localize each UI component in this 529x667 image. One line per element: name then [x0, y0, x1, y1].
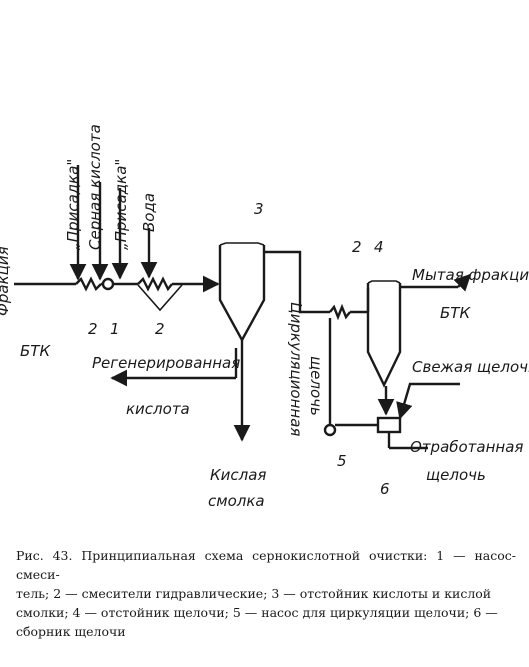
- label-regenerated-acid-2: кислота: [126, 400, 190, 418]
- label-acid-tar-2: смолка: [208, 492, 265, 510]
- caption-line-4: сборник щелочи: [16, 624, 126, 639]
- num-2-b: 2: [155, 320, 165, 338]
- num-3: 3: [254, 200, 264, 218]
- label-fraction-btk-1: Фракция: [0, 246, 12, 316]
- num-2-a: 2: [88, 320, 98, 338]
- label-regenerated-acid-1: Регенерированная: [92, 354, 240, 372]
- label-additive-2: „Присадка": [112, 159, 130, 250]
- transfer-line: [264, 250, 370, 321]
- alkali-collector-6: [376, 382, 460, 450]
- num-6: 6: [380, 480, 390, 498]
- label-acid-tar-1: Кислая: [210, 466, 266, 484]
- label-fraction-btk-2: БТК: [20, 342, 51, 360]
- circulation-loop: [323, 318, 378, 437]
- label-sulfuric-acid: Серная кислота: [86, 124, 104, 250]
- label-washed-fraction-1: Мытая фракция: [412, 266, 529, 284]
- num-4: 4: [374, 238, 384, 256]
- label-fresh-alkali: Свежая щелочь: [412, 358, 529, 376]
- label-additive-1: „Присадка": [64, 159, 82, 250]
- label-spent-alkali-2: щелочь: [426, 466, 486, 484]
- caption-line-2: тель; 2 — смесители гидравлические; 3 — …: [16, 586, 492, 601]
- label-washed-fraction-2: БТК: [440, 304, 471, 322]
- label-spent-alkali-1: Отработанная: [410, 438, 523, 456]
- input-arrows: [69, 165, 158, 281]
- component-numbers: 2 1 2 3 2 4 5 6: [88, 200, 390, 498]
- num-2-c: 2: [352, 238, 362, 256]
- diagram-labels: Фракция БТК „Присадка" Серная кислота „П…: [0, 124, 529, 510]
- figure-caption: Рис. 43. Принципиальная схема сернокисло…: [16, 546, 516, 641]
- process-diagram: Фракция БТК „Присадка" Серная кислота „П…: [0, 124, 529, 510]
- num-1: 1: [110, 320, 120, 338]
- caption-line-1: Рис. 43. Принципиальная схема сернокисло…: [16, 548, 516, 582]
- label-water: Вода: [140, 193, 158, 232]
- label-circulating-alkali-1: Циркуляционная: [287, 302, 305, 436]
- caption-line-3: смолки; 4 — отстойник щелочи; 5 — насос …: [16, 605, 498, 620]
- label-circulating-alkali-2: щелочь: [307, 356, 325, 416]
- alkali-settler-4: [366, 273, 472, 416]
- num-5: 5: [337, 452, 347, 470]
- main-feed-line: [14, 275, 220, 312]
- acid-settler-3: [110, 242, 266, 442]
